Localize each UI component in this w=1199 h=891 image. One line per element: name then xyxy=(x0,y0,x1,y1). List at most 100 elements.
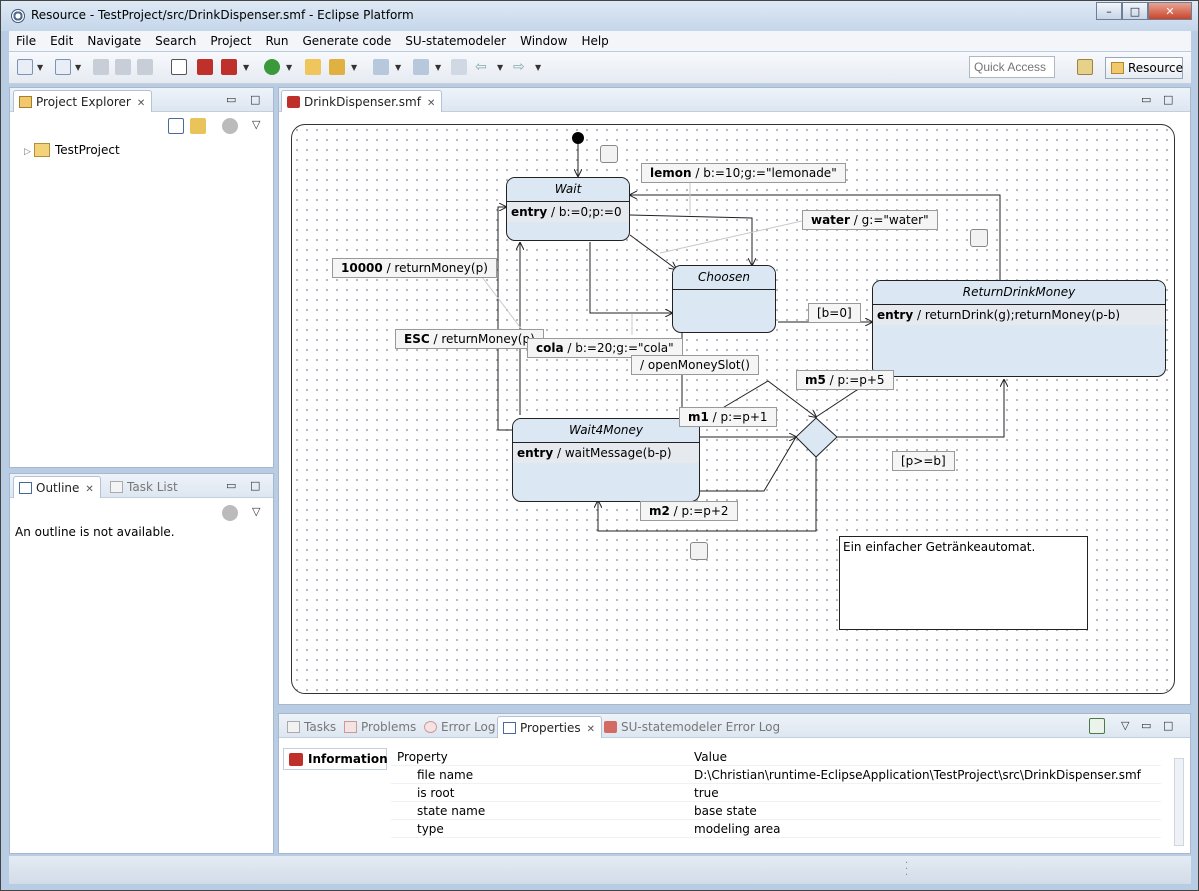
ns-dropdown-icon[interactable]: ▼ xyxy=(243,63,250,72)
next-dropdown-icon[interactable]: ▼ xyxy=(395,63,402,72)
transition-label-cola[interactable]: cola / b:=20;g:="cola" xyxy=(527,338,683,358)
print-icon[interactable] xyxy=(137,59,153,75)
menu-project[interactable]: Project xyxy=(210,34,252,48)
close-icon[interactable]: ✕ xyxy=(586,724,596,735)
column-header-value[interactable]: Value xyxy=(694,750,727,764)
collapse-all-icon[interactable] xyxy=(168,118,184,134)
close-icon[interactable]: ✕ xyxy=(426,98,436,109)
diagram-note[interactable]: Ein einfacher Getränkeautomat. xyxy=(839,536,1088,630)
minimize-view-icon[interactable]: ▭ xyxy=(226,479,237,492)
maximize-button[interactable]: □ xyxy=(1122,2,1148,20)
transition-label-esc[interactable]: ESC / returnMoney(p) xyxy=(395,329,544,349)
tab-tasks[interactable]: Tasks xyxy=(282,716,342,738)
maximize-view-icon[interactable]: □ xyxy=(250,93,261,106)
menu-search[interactable]: Search xyxy=(155,34,197,48)
pen-dropdown-icon[interactable]: ▼ xyxy=(351,63,358,72)
menu-window[interactable]: Window xyxy=(520,34,568,48)
ns-generate-icon[interactable] xyxy=(197,59,213,75)
tree-item-testproject[interactable]: ▷TestProject xyxy=(24,143,120,157)
menu-help[interactable]: Help xyxy=(581,34,609,48)
pen-icon[interactable] xyxy=(329,59,345,75)
ns-tool-icon[interactable] xyxy=(221,59,237,75)
new-wizard-icon[interactable] xyxy=(55,59,71,75)
placeholder-node[interactable] xyxy=(600,145,618,163)
binary-icon[interactable] xyxy=(171,59,187,75)
forward-dropdown-icon[interactable]: ▼ xyxy=(535,63,542,72)
state-returndrinkmoney[interactable]: ReturnDrinkMoney entry / returnDrink(g);… xyxy=(872,280,1166,377)
wizard-dropdown-icon[interactable]: ▼ xyxy=(75,63,82,72)
expand-arrow-icon[interactable]: ▷ xyxy=(24,147,31,157)
tab-error-log[interactable]: Error Log xyxy=(419,716,502,738)
maximize-view-icon[interactable]: □ xyxy=(250,479,261,492)
open-perspective-icon[interactable] xyxy=(1077,59,1093,75)
view-menu-options-icon[interactable] xyxy=(222,118,238,134)
menu-navigate[interactable]: Navigate xyxy=(87,34,142,48)
tab-problems[interactable]: Problems xyxy=(339,716,422,738)
link-editor-icon[interactable] xyxy=(190,118,206,134)
transition-label-m5[interactable]: m5 / p:=p+5 xyxy=(796,370,894,390)
minimize-button[interactable]: – xyxy=(1096,2,1122,20)
run-dropdown-icon[interactable]: ▼ xyxy=(286,63,293,72)
transition-label-water[interactable]: water / g:="water" xyxy=(802,210,938,230)
transition-label-m1[interactable]: m1 / p:=p+1 xyxy=(679,407,777,427)
transition-label-lemon[interactable]: lemon / b:=10;g:="lemonade" xyxy=(641,163,846,183)
state-wait4money[interactable]: Wait4Money entry / waitMessage(b-p) xyxy=(512,418,700,502)
menu-generate-code[interactable]: Generate code xyxy=(302,34,392,48)
view-menu-icon[interactable]: ▽ xyxy=(252,118,261,131)
transition-label-openmoneyslot[interactable]: / openMoneySlot() xyxy=(631,355,759,375)
back-dropdown-icon[interactable]: ▼ xyxy=(497,63,504,72)
view-menu-options-icon[interactable] xyxy=(222,505,238,521)
menu-su-statemodeler[interactable]: SU-statemodeler xyxy=(405,34,507,48)
close-icon[interactable]: ✕ xyxy=(136,98,146,109)
pin-view-icon[interactable] xyxy=(1089,718,1105,734)
transition-label-10000[interactable]: 10000 / returnMoney(p) xyxy=(332,258,497,278)
tab-project-explorer[interactable]: Project Explorer✕ xyxy=(13,90,153,112)
tab-outline[interactable]: Outline✕ xyxy=(13,476,101,498)
close-icon[interactable]: ✕ xyxy=(85,484,94,495)
tab-drinkdispenser-smf[interactable]: DrinkDispenser.smf✕ xyxy=(281,90,443,112)
tab-properties[interactable]: Properties✕ xyxy=(497,716,603,738)
state-choosen[interactable]: Choosen xyxy=(672,265,776,333)
new-dropdown-icon[interactable]: ▼ xyxy=(37,63,44,72)
placeholder-node[interactable] xyxy=(690,542,708,560)
minimize-view-icon[interactable]: ▭ xyxy=(1141,93,1152,106)
run-icon[interactable] xyxy=(264,59,280,75)
back-icon[interactable]: ⇦ xyxy=(475,59,487,75)
tab-su-statemodeler-error-log[interactable]: SU-statemodeler Error Log xyxy=(599,716,786,738)
close-button[interactable]: ✕ xyxy=(1148,2,1192,20)
save-all-icon[interactable] xyxy=(115,59,131,75)
prev-annotation-icon[interactable] xyxy=(413,59,429,75)
properties-scrollbar[interactable] xyxy=(1174,758,1184,846)
menu-run[interactable]: Run xyxy=(265,34,289,48)
properties-section-information[interactable]: Information xyxy=(283,748,388,770)
transition-label-p-ge-b[interactable]: [p>=b] xyxy=(892,451,955,471)
next-annotation-icon[interactable] xyxy=(373,59,389,75)
placeholder-node[interactable] xyxy=(970,229,988,247)
menu-edit[interactable]: Edit xyxy=(50,34,74,48)
prev-dropdown-icon[interactable]: ▼ xyxy=(435,63,442,72)
column-header-property[interactable]: Property xyxy=(397,750,448,764)
quick-access-input[interactable] xyxy=(969,56,1055,78)
view-menu-icon[interactable]: ▽ xyxy=(252,505,261,518)
save-icon[interactable] xyxy=(93,59,109,75)
state-wait[interactable]: Wait entry / b:=0;p:=0 xyxy=(506,177,630,241)
maximize-view-icon[interactable]: □ xyxy=(1163,719,1174,732)
resource-perspective-button[interactable]: Resource xyxy=(1105,57,1183,79)
menu-file[interactable]: File xyxy=(16,34,37,48)
forward-icon[interactable]: ⇨ xyxy=(513,59,525,75)
last-edit-icon[interactable] xyxy=(451,59,467,75)
state-diagram-canvas[interactable]: Wait entry / b:=0;p:=0 Choosen ReturnDri… xyxy=(291,124,1175,694)
transition-label-b-zero[interactable]: [b=0] xyxy=(808,303,861,323)
open-folder-icon[interactable] xyxy=(305,59,321,75)
new-icon[interactable] xyxy=(17,59,33,75)
view-menu-icon[interactable]: ▽ xyxy=(1121,719,1130,732)
status-separator-handle[interactable]: ··· xyxy=(905,858,909,881)
minimize-view-icon[interactable]: ▭ xyxy=(226,93,237,106)
maximize-view-icon[interactable]: □ xyxy=(1163,93,1174,106)
transition-label-m2[interactable]: m2 / p:=p+2 xyxy=(640,501,738,521)
minimize-view-icon[interactable]: ▭ xyxy=(1141,719,1152,732)
